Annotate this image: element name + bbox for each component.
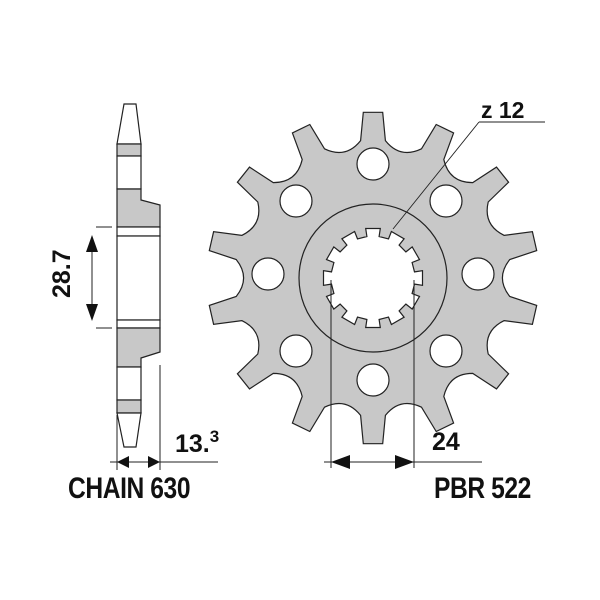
hub-circle (298, 203, 448, 353)
spline-leader (392, 121, 545, 230)
hub-width-label: 28.7 (48, 249, 76, 298)
thickness-label: 13.3 (175, 427, 220, 459)
spline-label: z 12 (481, 97, 525, 123)
thickness-sup: 3 (209, 427, 220, 446)
spline-bore (322, 227, 424, 329)
thickness-main: 13. (175, 430, 210, 458)
bolt-holes (251, 147, 495, 397)
dimension-spline-24 (324, 280, 482, 469)
chain-label: CHAIN 630 (68, 472, 191, 505)
spline-width-label: 24 (432, 428, 460, 456)
dimension-hub-28-7 (86, 226, 112, 329)
front-view-sprocket (208, 111, 538, 445)
side-view (116, 103, 161, 448)
dimension-thickness-13-3 (110, 365, 218, 470)
part-number-label: PBR 522 (434, 472, 531, 505)
